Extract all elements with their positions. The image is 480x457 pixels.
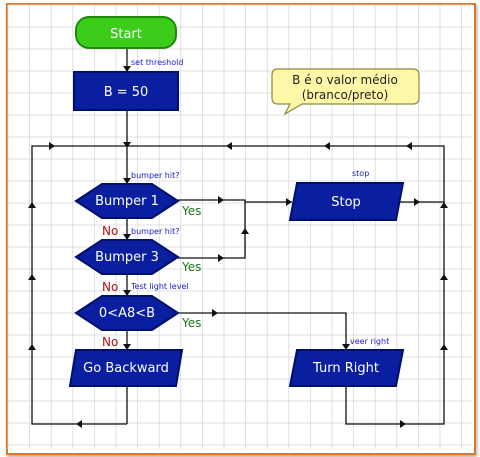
comment-bubble[interactable]: B é o valor médio (branco/preto): [271, 68, 420, 116]
comment-shape: [271, 68, 420, 116]
yes-label-2: Yes: [181, 260, 201, 274]
arrow-down-1: [123, 66, 131, 72]
arrow-up-right-1: [440, 202, 448, 208]
arrow-down-3: [123, 234, 131, 240]
bumper3-node[interactable]: Bumper 3: [74, 239, 180, 275]
turn-right-label: Turn Right: [312, 361, 379, 376]
connector-yes2-stop: [178, 202, 246, 259]
arrow-right-top-left: [49, 142, 55, 150]
arrow-right-stop: [286, 198, 292, 206]
yes-label-3: Yes: [181, 316, 201, 330]
label-stop: stop: [352, 169, 369, 178]
turn-right-node[interactable]: Turn Right: [288, 349, 405, 387]
turn-right-shape: [288, 349, 405, 387]
assign-node[interactable]: B = 50: [73, 71, 179, 111]
arrow-up-right-2: [440, 274, 448, 280]
bumper1-shape: [74, 183, 180, 219]
arrow-left-top-1: [226, 142, 232, 150]
go-backward-shape: [68, 349, 184, 387]
label-bumper-hit-2: bumper hit?: [131, 227, 179, 236]
connector-outer-loop: [31, 145, 445, 425]
label-test-light: Test light level: [130, 282, 189, 291]
arrow-up-left-1: [28, 202, 36, 208]
arrow-down-2: [123, 178, 131, 184]
comment-line2: (branco/preto): [302, 88, 389, 102]
light-test-shape: [74, 295, 180, 331]
label-veer-right: veer right: [350, 337, 389, 346]
arrow-left-top-3: [406, 142, 412, 150]
arrow-left-top-2: [324, 142, 330, 150]
go-backward-label: Go Backward: [83, 361, 169, 376]
arrow-down-merge: [123, 142, 131, 148]
start-label: Start: [110, 27, 142, 42]
arrow-down-5: [123, 344, 131, 350]
assign-label: B = 50: [104, 85, 149, 100]
connector-yes3-turnright: [178, 312, 347, 350]
comment-line1: B é o valor médio: [292, 73, 398, 87]
arrowheads: [28, 66, 448, 428]
no-label-2: No: [102, 280, 118, 294]
arrow-down-4: [123, 290, 131, 296]
bumper3-label: Bumper 3: [95, 250, 159, 265]
assign-shape: [73, 71, 179, 111]
arrow-right-stop-out: [414, 198, 420, 206]
connectors: [31, 48, 445, 425]
stop-label: Stop: [331, 195, 361, 210]
stop-node[interactable]: Stop: [288, 182, 405, 221]
go-backward-node[interactable]: Go Backward: [68, 349, 184, 387]
arrow-right-yes1: [218, 196, 224, 204]
label-bumper-hit-1: bumper hit?: [131, 171, 179, 180]
start-shape: [75, 16, 177, 49]
arrow-right-yes3: [212, 309, 218, 317]
yes-label-1: Yes: [181, 204, 201, 218]
connector-yes1-stop: [178, 199, 292, 203]
stop-shape: [288, 182, 405, 221]
light-test-node[interactable]: 0<A8<B: [74, 295, 180, 331]
no-label-3: No: [102, 335, 118, 349]
bumper1-label: Bumper 1: [95, 194, 159, 209]
start-node[interactable]: Start: [75, 16, 177, 49]
bumper1-node[interactable]: Bumper 1: [74, 183, 180, 219]
arrow-up-left-3: [28, 344, 36, 350]
arrow-left-bottom-1: [76, 420, 82, 428]
arrow-right-bottom-1: [400, 420, 406, 428]
arrow-down-turnright: [342, 344, 350, 350]
bumper3-shape: [74, 239, 180, 275]
arrow-right-yes2: [218, 254, 224, 262]
light-test-label: 0<A8<B: [99, 306, 155, 321]
label-set-threshold: set threshold: [131, 58, 183, 67]
no-label-1: No: [102, 224, 118, 238]
arrow-up-yes2: [241, 228, 249, 234]
arrow-up-right-3: [440, 344, 448, 350]
arrow-up-left-2: [28, 274, 36, 280]
